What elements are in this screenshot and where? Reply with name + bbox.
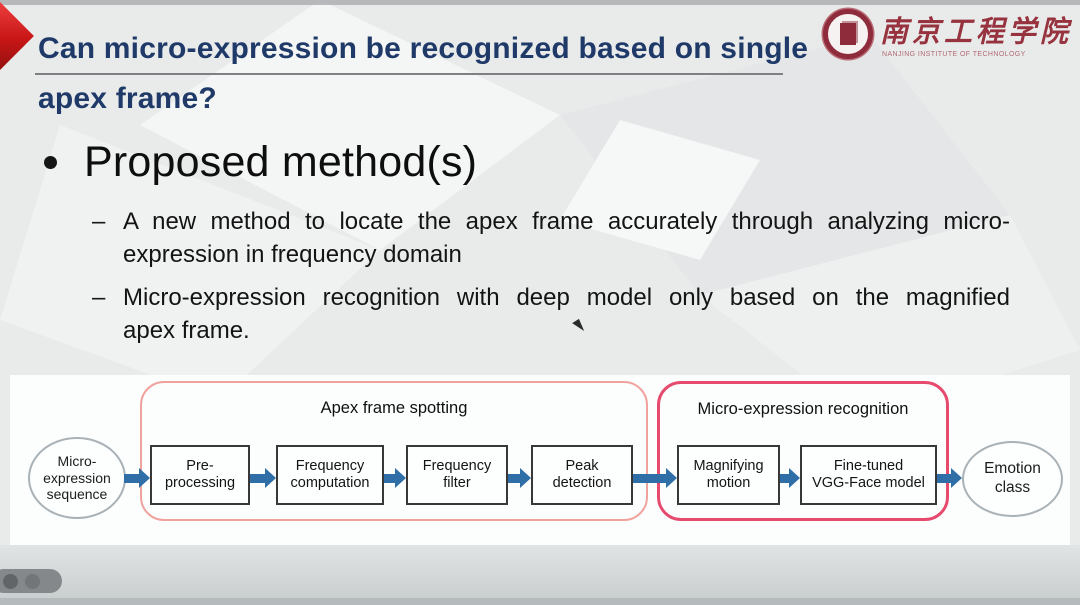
flow-arrow <box>633 468 677 488</box>
bullet-text-line: apex frame. <box>123 317 250 344</box>
apex-frame-spotting-group: Apex frame spotting <box>140 381 648 521</box>
meeting-controls-pill[interactable] <box>0 569 62 593</box>
output-node-ellipse: Emotion class <box>962 441 1063 517</box>
group-label: Apex frame spotting <box>320 399 468 417</box>
institute-name-chinese: 南京工程学院 <box>879 16 1072 49</box>
title-block: Can micro-expression be recognized based… <box>35 26 838 121</box>
input-node-ellipse: Micro- expression sequence <box>28 437 126 519</box>
institute-logo: 南京工程学院 NANJING INSTITUTE OF TECHNOLOGY <box>822 9 1072 59</box>
institute-seal-icon <box>822 9 873 59</box>
bottom-band <box>0 545 1080 605</box>
section-heading-row: Proposed method(s) <box>44 138 477 187</box>
bullet-text-line: expression in frequency domain <box>123 241 462 268</box>
pipeline-box-frequency-filter: Frequency filter <box>406 445 508 505</box>
bullet-icon <box>44 156 57 169</box>
section-heading: Proposed method(s) <box>84 138 478 186</box>
list-item: – Micro-expression recognition with deep… <box>92 281 1010 347</box>
flow-arrow <box>384 468 406 488</box>
pipeline-diagram: Micro- expression sequence Apex frame sp… <box>10 375 1070 545</box>
list-item: – A new method to locate the apex frame … <box>92 205 1010 271</box>
top-edge-strip <box>0 0 1080 5</box>
pipeline-box-preprocessing: Pre- processing <box>150 445 250 505</box>
bullet-text-line: Micro-expression recognition with deep m… <box>123 284 1010 311</box>
pipeline-box-peak-detection: Peak detection <box>531 445 633 505</box>
pipeline-box-magnifying-motion: Magnifying motion <box>677 445 780 505</box>
flow-arrow <box>780 468 800 488</box>
sub-bullet-list: – A new method to locate the apex frame … <box>92 205 1010 357</box>
flow-arrow <box>124 468 150 488</box>
dash-bullet-icon: – <box>92 208 106 235</box>
flow-arrow <box>937 468 962 488</box>
institute-name-english: NANJING INSTITUTE OF TECHNOLOGY <box>881 51 1026 58</box>
flow-arrow <box>508 468 531 488</box>
control-icon-1[interactable] <box>3 573 18 589</box>
control-icon-2[interactable] <box>25 573 40 589</box>
group-label: Micro-expression recognition <box>697 400 909 418</box>
pipeline-box-vggface-model: Fine-tuned VGG-Face model <box>800 445 937 505</box>
dash-bullet-icon: – <box>92 284 106 311</box>
slide-title-line2: apex frame? <box>38 82 217 115</box>
pipeline-box-frequency-computation: Frequency computation <box>276 445 384 505</box>
flow-arrow <box>250 468 276 488</box>
micro-expression-recognition-group: Micro-expression recognition <box>657 381 949 521</box>
title-underline <box>35 73 783 75</box>
bullet-text-line: A new method to locate the apex frame ac… <box>123 208 1010 235</box>
slide-title-line1: Can micro-expression be recognized based… <box>38 32 809 65</box>
